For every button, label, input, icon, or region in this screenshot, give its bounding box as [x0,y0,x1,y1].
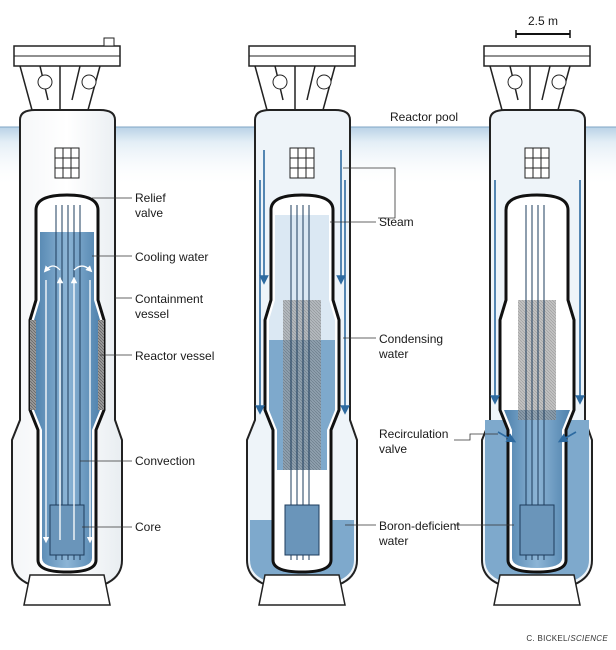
reactor-module-3 [481,45,593,606]
credit-source: SCIENCE [570,634,608,643]
scale-bar: 2.5 m [515,14,571,38]
label-reactor-vessel: Reactor vessel [135,349,214,363]
label-condensing-water: Condensing water [378,332,446,361]
reactor-pool-label: Reactor pool [390,110,458,124]
label-convection: Convection [135,454,195,468]
label-steam: Steam [379,215,414,229]
label-core: Core [135,520,161,534]
label-recirculation-valve: Recirculation valve [379,427,452,456]
reactor-module-2 [246,45,358,606]
credit-author: C. BICKEL/ [526,634,570,643]
leader-lines [80,167,514,528]
credit: C. BICKEL/SCIENCE [526,634,608,643]
scale-bar-label: 2.5 m [528,14,558,28]
label-containment-vessel: Containment vessel [135,292,206,321]
label-cooling-water: Cooling water [135,250,208,264]
label-relief-valve: Relief valve [135,191,169,220]
reactor-module-1 [11,37,123,606]
label-boron-deficient-water: Boron-deficient water [378,519,463,548]
